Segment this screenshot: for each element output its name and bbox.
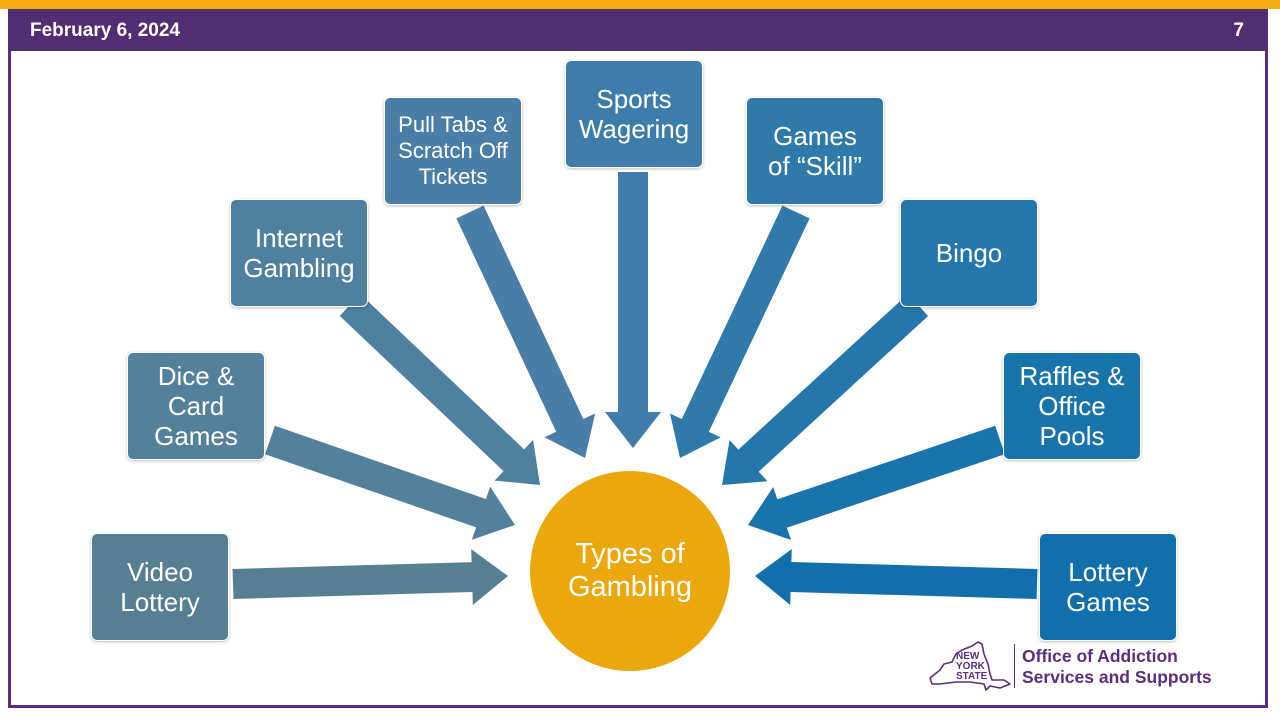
node-line: Dice & — [157, 361, 235, 391]
node-line: Gambling — [243, 253, 355, 283]
node-line: Pull Tabs & — [398, 112, 508, 137]
node-line: Video — [126, 557, 194, 587]
node-line: Sports — [596, 84, 672, 114]
slide-page-number: 7 — [1233, 20, 1244, 41]
logo-state-word: NEW — [956, 651, 980, 662]
hub-line: Gambling — [567, 571, 693, 603]
arrow-0 — [232, 549, 508, 605]
arrow-6 — [722, 294, 929, 485]
logo-state-word: STATE — [956, 671, 988, 682]
arrow-3 — [456, 205, 596, 458]
node-line: Scratch Off — [398, 138, 508, 163]
node-line: Games — [154, 421, 238, 451]
logo-agency-line: Office of Addiction — [1022, 646, 1178, 666]
arrow-5 — [670, 205, 810, 458]
logo-state-word: YORK — [956, 661, 985, 672]
top-accent-band — [0, 0, 1280, 9]
node-line: Pools — [1039, 421, 1105, 451]
agency-logo: NEW YORK STATE Office of Addiction Servi… — [926, 640, 1226, 692]
node-line: Games — [1066, 587, 1150, 617]
logo-agency-line: Services and Supports — [1022, 667, 1212, 687]
slide-header: February 6, 2024 7 — [8, 9, 1268, 51]
node-line: Raffles & — [1019, 361, 1125, 391]
new-york-state-outline-icon — [929, 641, 1011, 691]
hub-line: Types of — [575, 538, 685, 570]
arrow-7 — [748, 425, 1005, 540]
node-line: Lottery — [120, 587, 200, 617]
arrow-4 — [605, 172, 661, 448]
slide-date: February 6, 2024 — [30, 20, 180, 41]
node-line: of “Skill” — [768, 151, 862, 181]
logo-divider — [1014, 644, 1015, 688]
node-line: Tickets — [418, 164, 488, 189]
logo-agency-name: Office of Addiction Services and Support… — [1022, 646, 1212, 688]
node-line: Wagering — [578, 114, 690, 144]
arrow-1 — [265, 425, 515, 540]
node-line: Games — [773, 121, 857, 151]
node-bingo: Bingo — [900, 199, 1038, 307]
node-line: Office — [1038, 391, 1106, 421]
node-line: Card — [167, 391, 225, 421]
arrow-8 — [755, 549, 1038, 605]
node-line: Internet — [254, 223, 344, 253]
arrow-2 — [339, 294, 540, 485]
node-line: Bingo — [935, 238, 1003, 268]
node-line: Lottery — [1068, 557, 1148, 587]
